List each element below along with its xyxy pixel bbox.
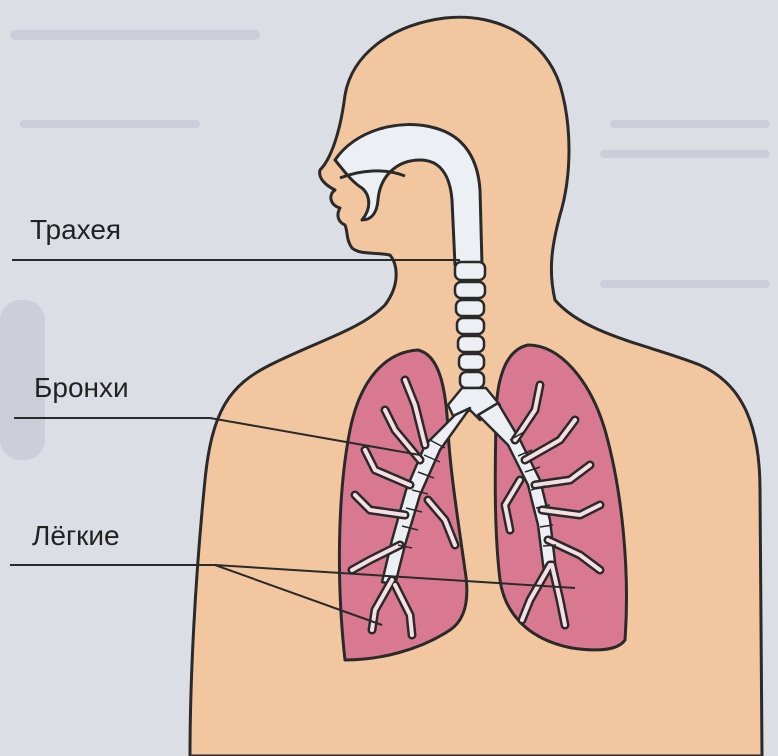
trachea-label: Трахея <box>30 214 121 246</box>
lungs-label: Лёгкие <box>32 520 120 552</box>
bronchi-label: Бронхи <box>34 372 129 404</box>
